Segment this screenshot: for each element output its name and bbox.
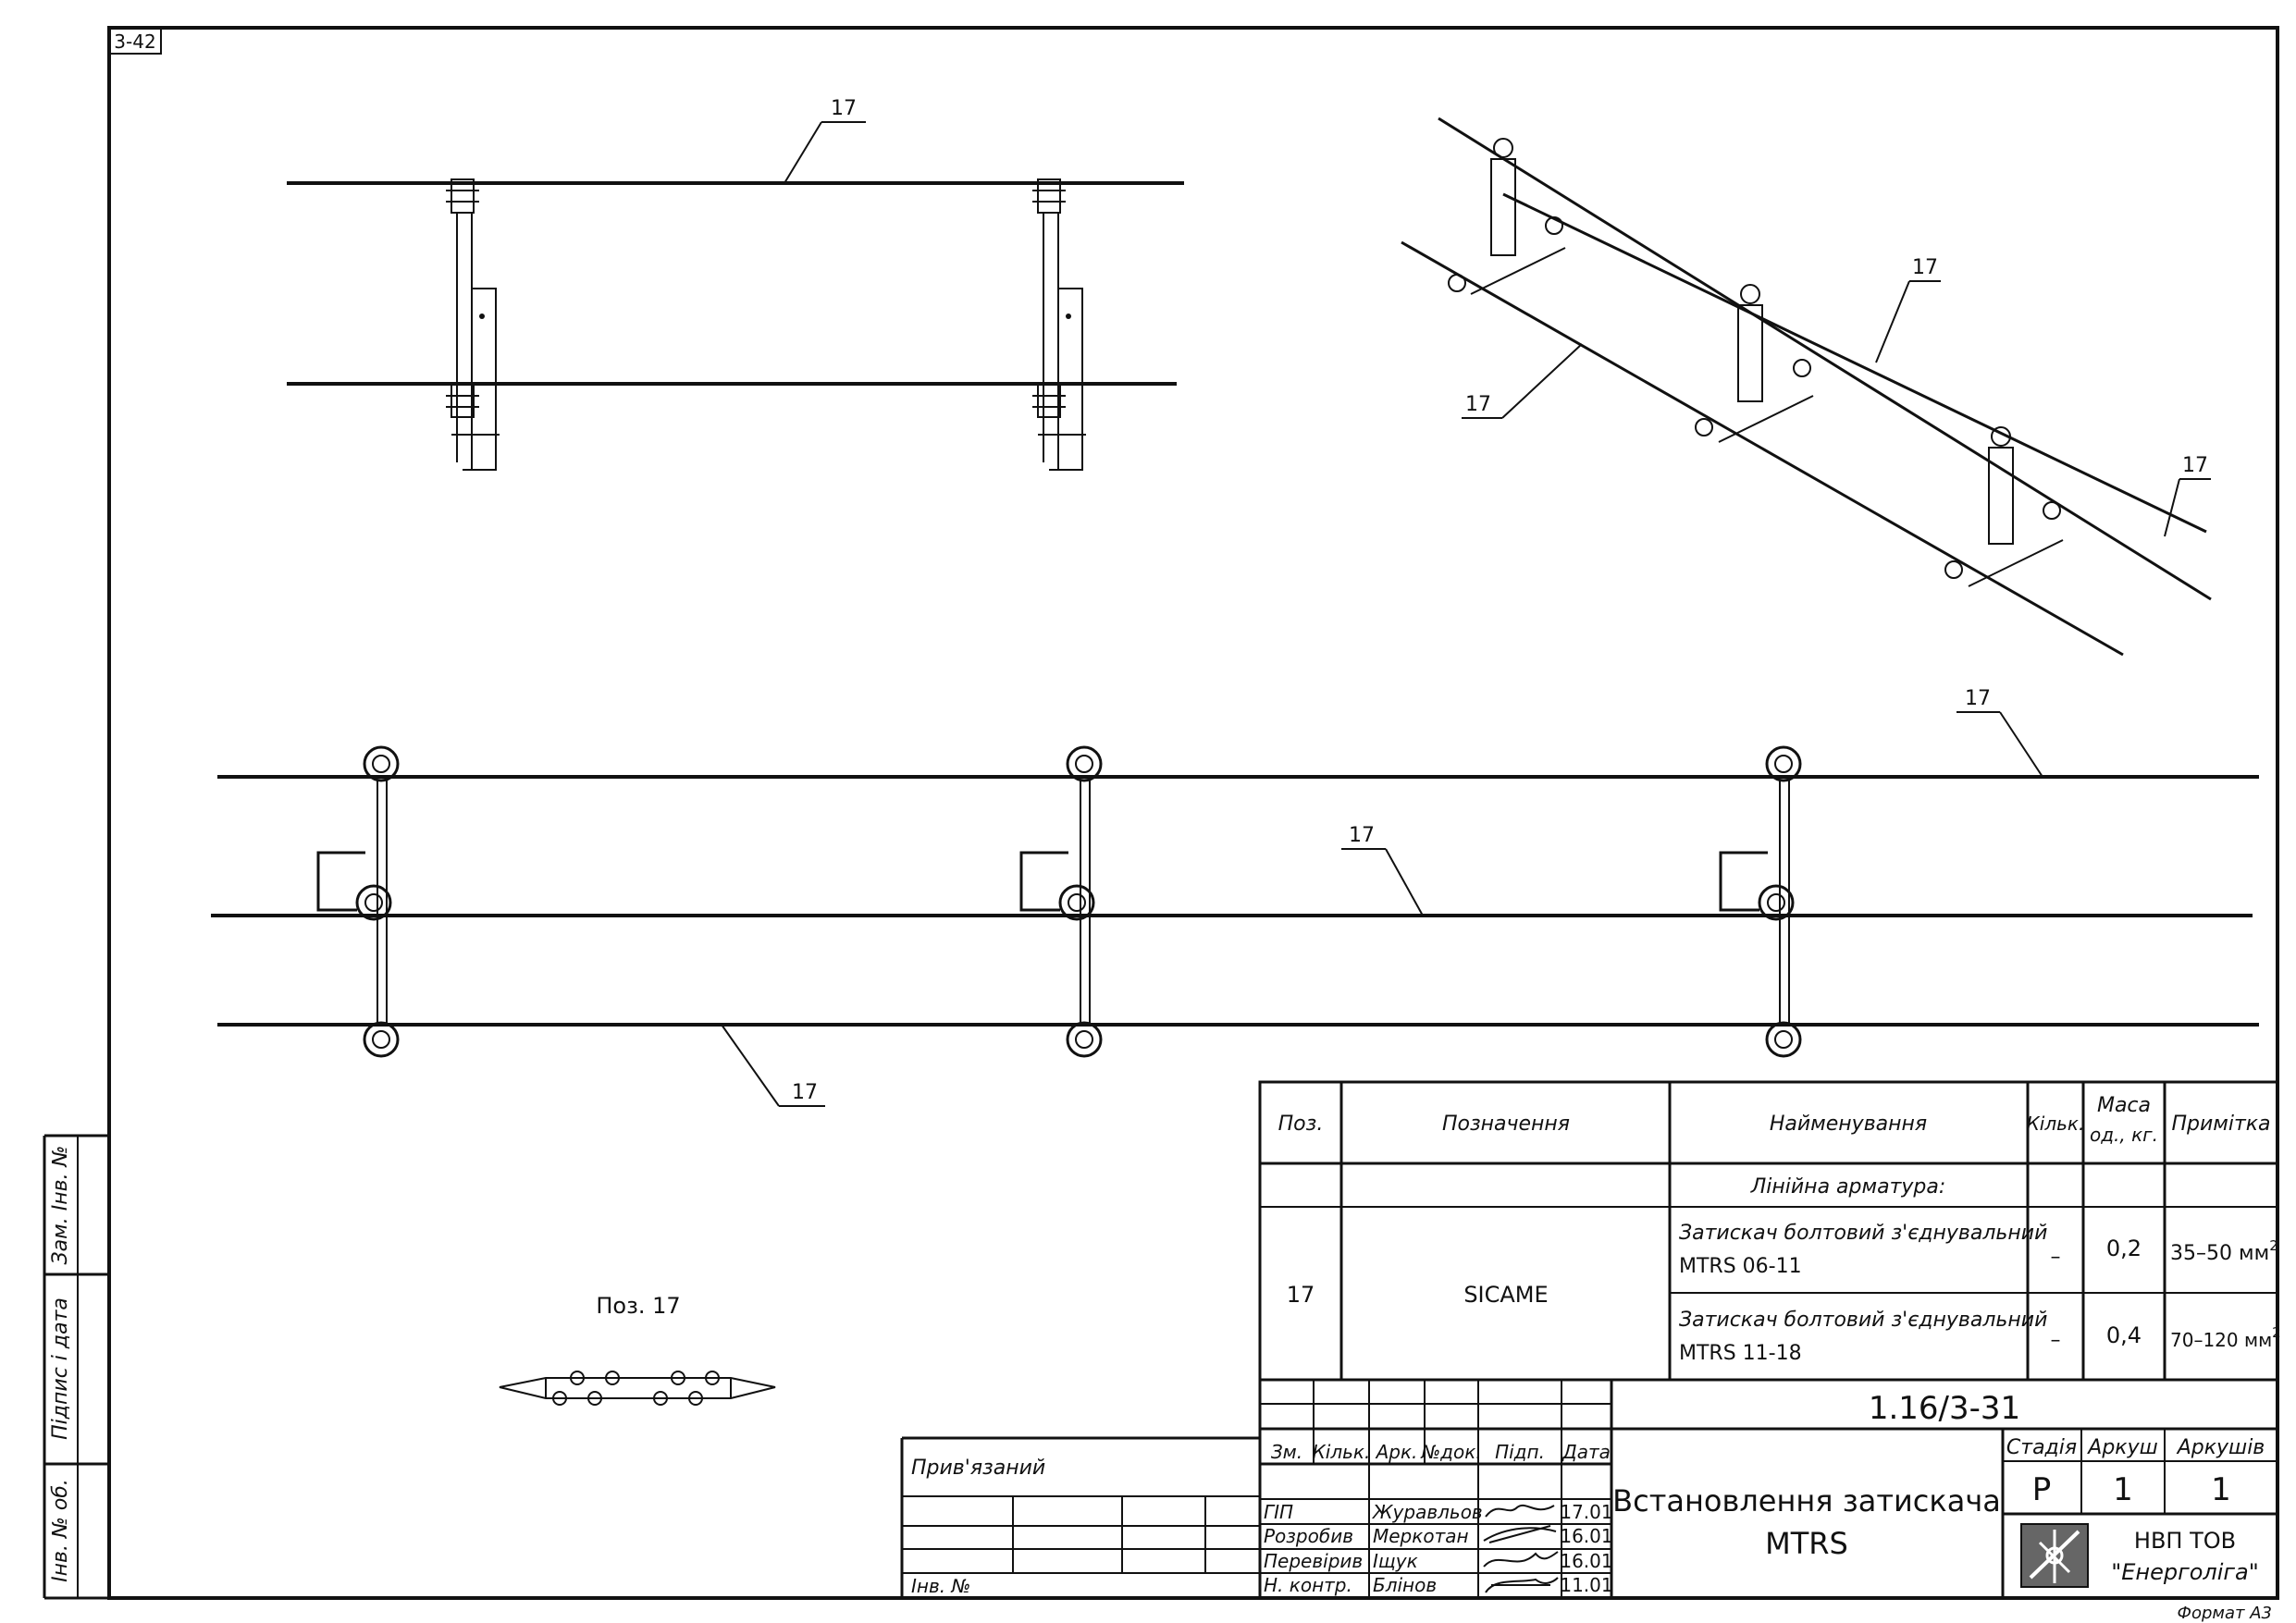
position-callout: 17 [1912, 256, 1938, 279]
spec-header-mass: Маса [2097, 1094, 2151, 1117]
spec-row-name: Затискач болтовий з'єднувальний [1679, 1222, 2047, 1245]
view-side-elevation: 17 [287, 97, 1184, 471]
sheet-label: Аркуш [2086, 1436, 2157, 1459]
tb-col-header: Зм. [1271, 1441, 1302, 1463]
support-assembly [1944, 426, 2064, 587]
tb-col-header: №док. [1420, 1441, 1481, 1463]
sheet-frame [107, 26, 2279, 1600]
company-name-quoted: "Енерголіга" [2111, 1559, 2259, 1585]
spec-row-mass: 0,2 [2106, 1236, 2142, 1261]
signature-scribble [1483, 1525, 1557, 1543]
support-assembly [1695, 284, 1814, 443]
side-label-signature-date: Підпис і дата [49, 1297, 72, 1440]
side-columns: Зам. Інв. № Підпис і дата Інв. № об. [43, 1134, 109, 1600]
position-callout: 17 [831, 97, 857, 120]
spec-header-qty: Кільк. [2027, 1113, 2085, 1135]
stage-value: Р [2032, 1471, 2052, 1508]
format-label: Формат А3 [2177, 1604, 2272, 1623]
spec-row-qty: – [2051, 1246, 2061, 1269]
signer-role: ГІП [1264, 1501, 1293, 1523]
spec-row-model: MTRS 06-11 [1679, 1255, 1802, 1278]
sheet-value: 1 [2113, 1471, 2133, 1508]
support-assembly [1019, 745, 1103, 1058]
spec-header-designation: Позначення [1442, 1113, 1570, 1136]
tb-col-header: Підп. [1495, 1441, 1545, 1463]
spec-row-note: 35–50 мм2 [2170, 1237, 2278, 1265]
detail-caption: Поз. 17 [596, 1293, 680, 1319]
support-assembly [1448, 138, 1566, 295]
signer-role: Перевірив [1264, 1550, 1363, 1572]
view-isometric: 17 17 17 [1401, 117, 2212, 657]
position-callout: 17 [1965, 687, 1991, 710]
spec-designation: SICAME [1463, 1282, 1548, 1308]
support-assembly [446, 178, 500, 471]
title-block: Зм. Кільк. Арк. №док. Підп. Дата ГІП Жур… [900, 1380, 2277, 1598]
drawing-title-model: MTRS [1765, 1526, 1848, 1561]
signer-date: 17.01 [1560, 1501, 1612, 1523]
side-label-inv-original: Інв. № об. [49, 1479, 72, 1582]
signer-name: Блінов [1373, 1574, 1437, 1596]
position-callout: 17 [1349, 824, 1375, 847]
inv-label: Інв. № [911, 1575, 970, 1597]
stage-label: Стадія [2006, 1436, 2077, 1459]
spec-header-pos: Поз. [1278, 1113, 1324, 1136]
tb-col-header: Арк. [1375, 1441, 1418, 1463]
support-assembly [1719, 745, 1802, 1058]
sheets-label: Аркушів [2176, 1436, 2265, 1459]
view-plan: 17 17 17 [211, 687, 2259, 1107]
spec-row-name: Затискач болтовий з'єднувальний [1679, 1309, 2047, 1332]
spec-row-mass: 0,4 [2106, 1322, 2142, 1348]
signer-role: Розробив [1264, 1525, 1353, 1547]
linked-label: Прив'язаний [911, 1457, 1045, 1480]
tb-col-header: Кільк. [1313, 1441, 1371, 1463]
signer-date: 16.01 [1560, 1550, 1612, 1572]
company-logo [2020, 1523, 2089, 1588]
specification-table: Поз. Позначення Найменування Кільк. Маса… [1258, 1080, 2281, 1382]
signature-scribble [1483, 1551, 1559, 1568]
signer-name: Меркотан [1373, 1525, 1469, 1547]
sheets-value: 1 [2211, 1471, 2231, 1508]
signer-name: Іщук [1373, 1550, 1418, 1572]
spec-row-qty: – [2051, 1329, 2061, 1352]
support-assembly [316, 745, 400, 1058]
spec-row-note: 70–120 мм2 [2170, 1324, 2281, 1351]
signature-scribble [1485, 1577, 1559, 1593]
corner-label-box [108, 27, 162, 55]
spec-group-title: Лінійна арматура: [1750, 1175, 1946, 1199]
position-callout: 17 [1465, 393, 1491, 416]
signer-date: 16.01 [1560, 1525, 1612, 1547]
spec-header-note: Примітка [2171, 1113, 2270, 1136]
position-callout: 17 [792, 1081, 818, 1104]
spec-row-model: MTRS 11-18 [1679, 1342, 1802, 1365]
signer-date: 11.01 [1560, 1574, 1612, 1596]
detail-clamp: Поз. 17 [499, 1293, 776, 1406]
sheet-corner-label: 3-42 [114, 31, 155, 53]
spec-header-name: Найменування [1770, 1113, 1927, 1136]
spec-header-mass-unit: од., кг. [2090, 1124, 2158, 1146]
drawing-title: Встановлення затискача [1612, 1483, 2001, 1518]
signer-name: Журавльов [1371, 1501, 1483, 1523]
signature-scribble [1485, 1505, 1555, 1518]
position-callout: 17 [2182, 454, 2208, 477]
company-name: НВП ТОВ [2134, 1528, 2236, 1554]
document-code: 1.16/3-31 [1869, 1390, 2020, 1427]
tb-col-header: Дата [1562, 1441, 1611, 1463]
signer-role: Н. контр. [1264, 1574, 1352, 1596]
side-label-replaced-inv: Зам. Інв. № [49, 1146, 72, 1265]
spec-pos: 17 [1287, 1282, 1315, 1308]
support-assembly [1032, 178, 1086, 471]
